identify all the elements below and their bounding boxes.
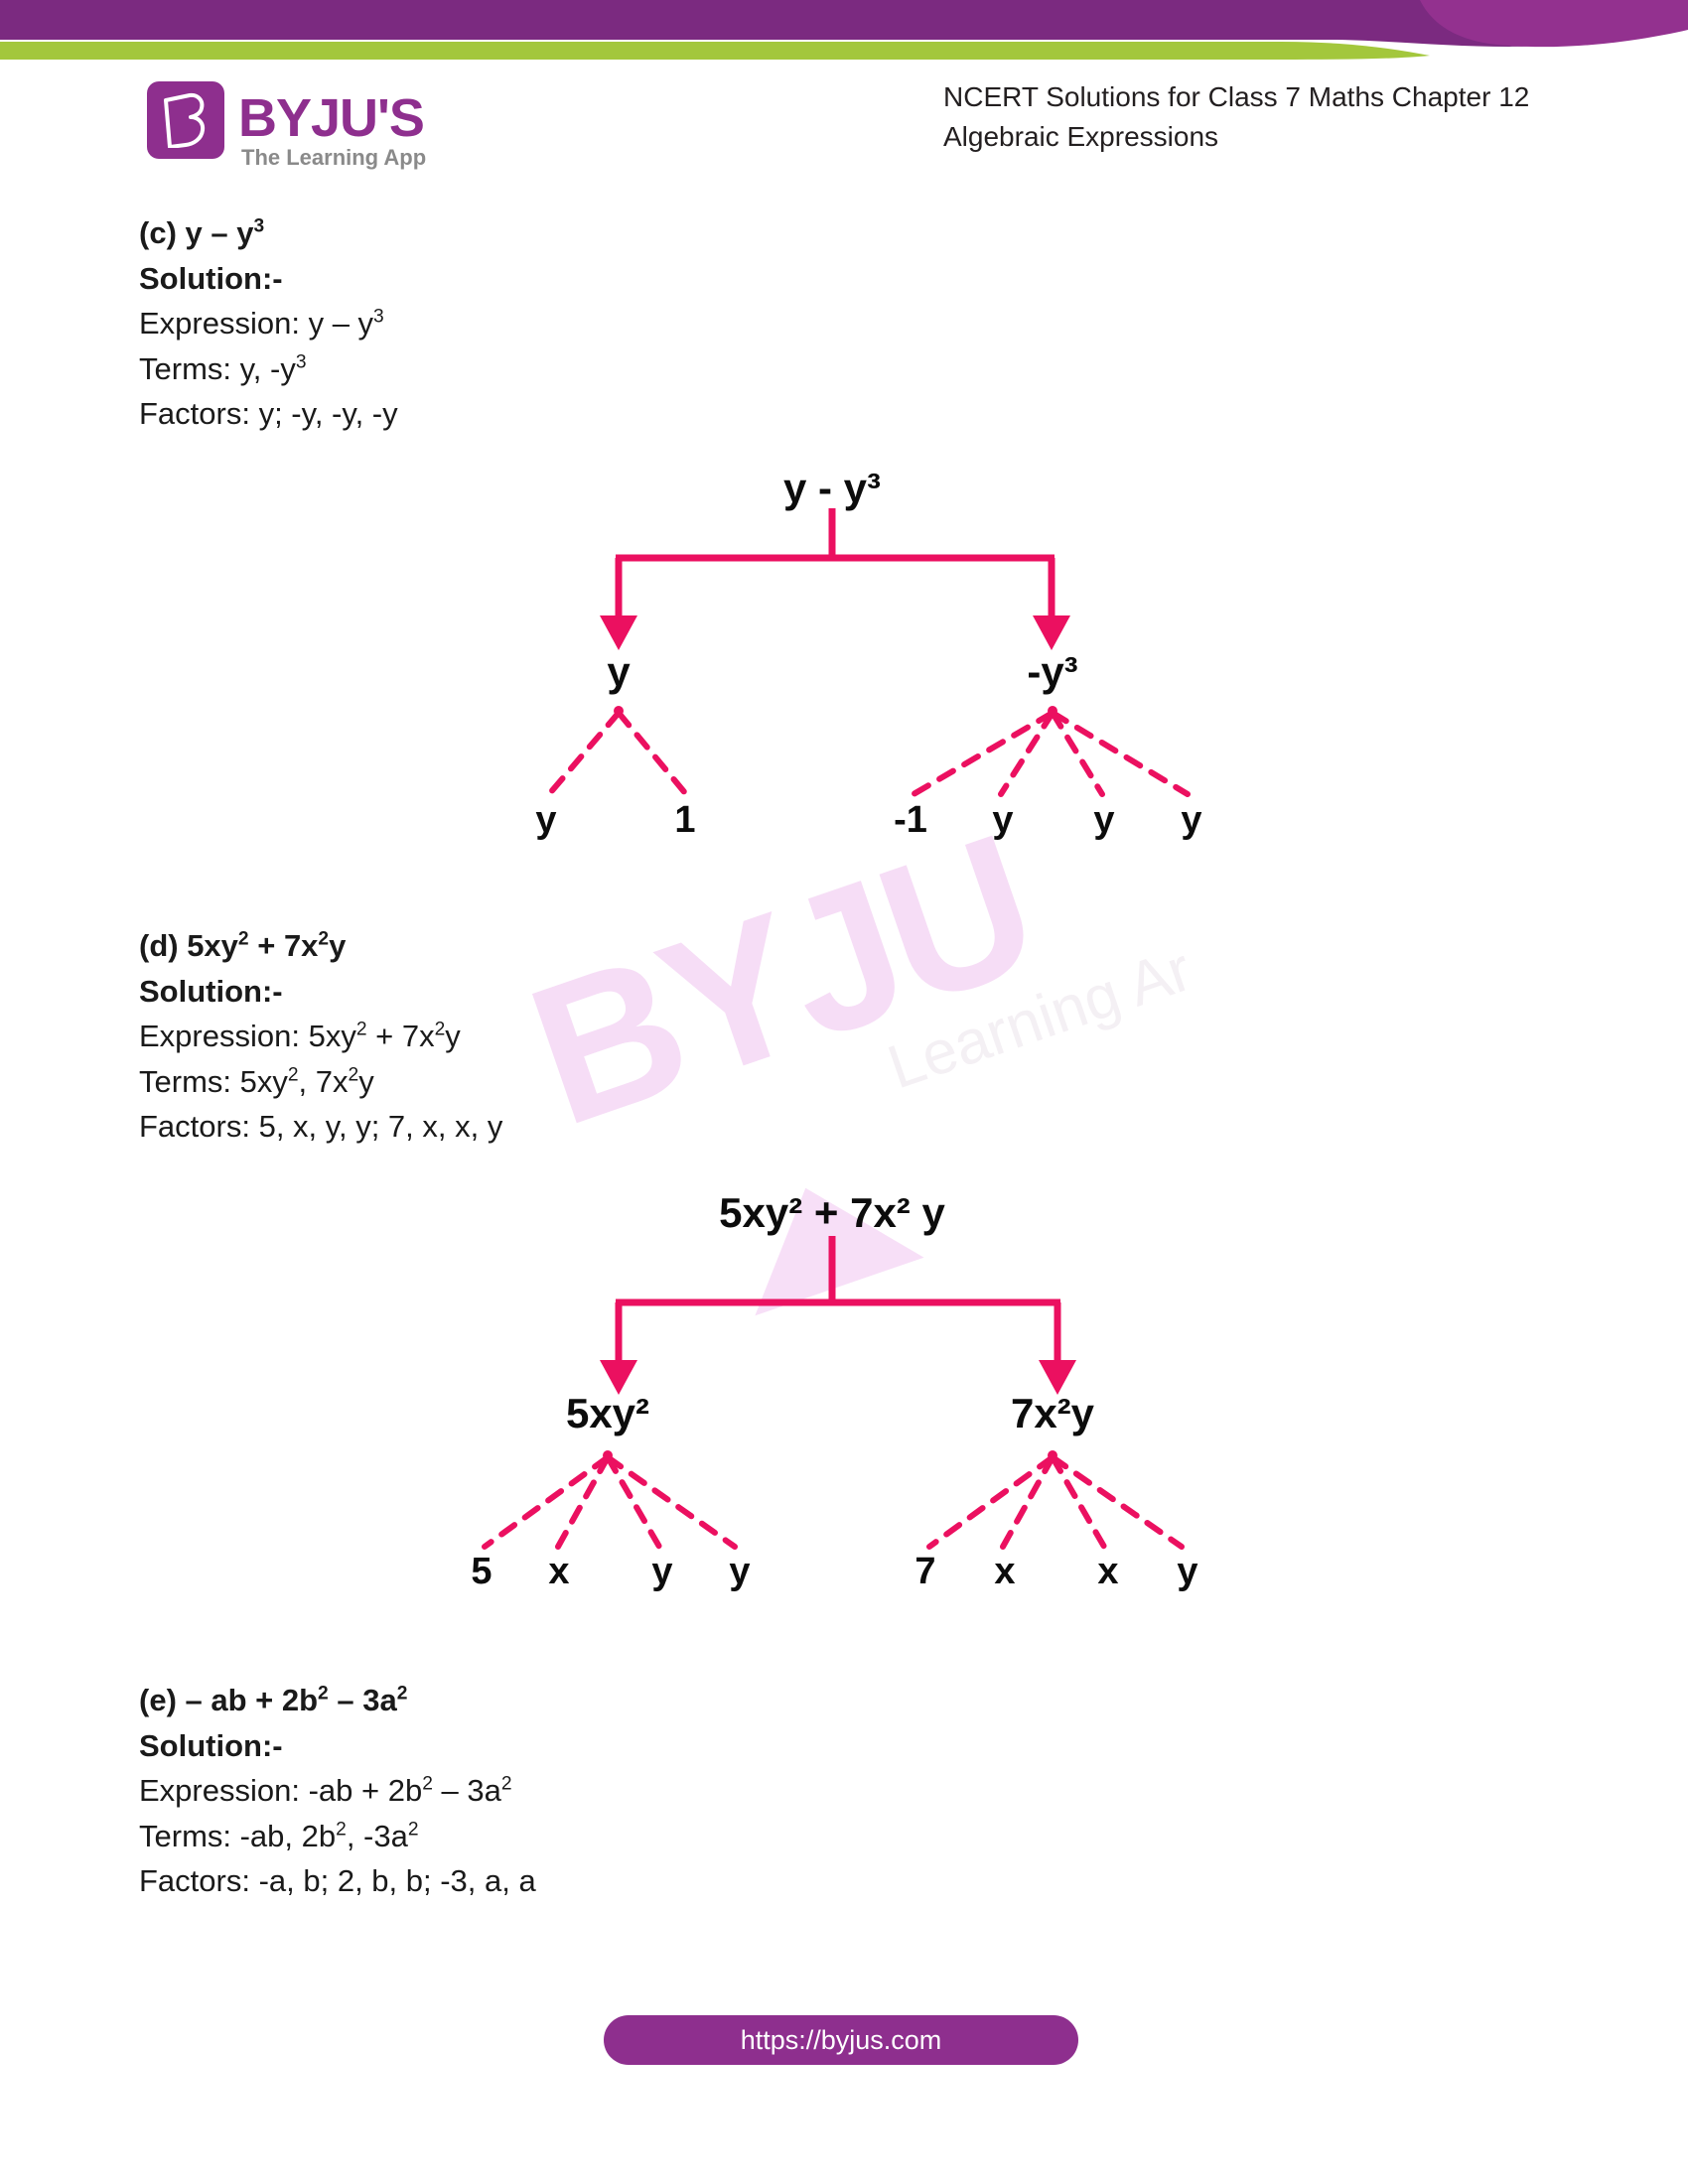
section-e-factors: Factors: -a, b; 2, b, b; -3, a, a	[139, 1863, 536, 1899]
section-d-factors: Factors: 5, x, y, y; 7, x, x, y	[139, 1109, 503, 1145]
tree-d-factor-1-2: x	[548, 1551, 570, 1592]
banner-shapes	[0, 0, 1688, 60]
tree-c-factor-2-3: y	[1093, 799, 1115, 841]
section-e-question: (e) – ab + 2b2 – 3a2	[139, 1683, 408, 1717]
tree-d-factor-2-1: 7	[914, 1551, 936, 1592]
logo-mark-square	[147, 81, 224, 159]
section-d-question: (d) 5xy2 + 7x2y	[139, 928, 347, 963]
page-header-title: NCERT Solutions for Class 7 Maths Chapte…	[943, 77, 1529, 157]
header-banner	[0, 0, 1688, 60]
tree-c-factor-2-2: y	[992, 799, 1014, 841]
section-d-solution-label: Solution:-	[139, 973, 283, 1009]
section-d-expression: Expression: 5xy2 + 7x2y	[139, 1019, 461, 1054]
section-e-text: (e) – ab + 2b2 – 3a2 Solution:- Expressi…	[139, 1678, 536, 1904]
banner-green-band	[0, 42, 1430, 60]
tree-d-term-1: 5xy²	[565, 1390, 650, 1436]
factor-tree-d: 5xy² + 7x² y 5xy² 7x²y 5 x y y 7 x x y	[471, 1189, 1198, 1592]
tree-d-root-label: 5xy² + 7x² y	[719, 1189, 945, 1236]
tree-c-factor-2-4: y	[1181, 799, 1202, 841]
section-c-expression: Expression: y – y3	[139, 306, 384, 341]
tree-d-factor-1-3: y	[651, 1551, 673, 1592]
section-e-solution-label: Solution:-	[139, 1727, 283, 1763]
section-d-terms: Terms: 5xy2, 7x2y	[139, 1063, 374, 1099]
byjus-logo: BYJU'S The Learning App	[147, 81, 445, 187]
tree-c-factor-2-1: -1	[894, 799, 927, 841]
footer-url-label: https://byjus.com	[740, 2024, 942, 2055]
tree-c-term-2: -y³	[1027, 648, 1078, 695]
tree-d-term-2: 7x²y	[1010, 1390, 1095, 1436]
factor-tree-c-connectors	[546, 508, 1191, 797]
tree-d-factor-2-2: x	[994, 1551, 1016, 1592]
logo-b-icon	[164, 92, 206, 148]
tree-d-factor-2-3: x	[1097, 1551, 1119, 1592]
tree-c-root-label: y - y³	[782, 465, 882, 511]
section-c-terms: Terms: y, -y3	[139, 350, 307, 386]
factor-tree-d-connectors	[482, 1236, 1185, 1550]
header-line-2: Algebraic Expressions	[943, 120, 1219, 152]
header-line-1: NCERT Solutions for Class 7 Maths Chapte…	[943, 81, 1530, 112]
section-c-question: (c) y – y3	[139, 215, 265, 250]
footer-url-button[interactable]: https://byjus.com	[604, 2015, 1078, 2065]
section-c-text: (c) y – y3 Solution:- Expression: y – y3…	[139, 210, 398, 437]
logo-wordmark: BYJU'S	[238, 88, 425, 148]
banner-purple-band	[0, 0, 1688, 47]
section-c-solution-label: Solution:-	[139, 260, 283, 296]
section-c-factors: Factors: y; -y, -y, -y	[139, 396, 398, 432]
logo-tagline: The Learning App	[241, 145, 427, 170]
banner-purple-accent	[1420, 0, 1688, 48]
tree-d-factor-1-1: 5	[471, 1551, 492, 1592]
section-e-terms: Terms: -ab, 2b2, -3a2	[139, 1818, 419, 1853]
tree-d-factor-2-4: y	[1177, 1551, 1198, 1592]
tree-c-factor-1-1: y	[535, 799, 557, 841]
tree-d-factor-1-4: y	[729, 1551, 751, 1592]
tree-c-term-1: y	[607, 648, 631, 695]
section-e-expression: Expression: -ab + 2b2 – 3a2	[139, 1773, 512, 1809]
factor-tree-c: y - y³ y -y³ y 1 -1 y y y	[0, 0, 1688, 893]
section-d-text: (d) 5xy2 + 7x2y Solution:- Expression: 5…	[139, 923, 502, 1150]
tree-c-factor-1-2: 1	[674, 799, 696, 841]
